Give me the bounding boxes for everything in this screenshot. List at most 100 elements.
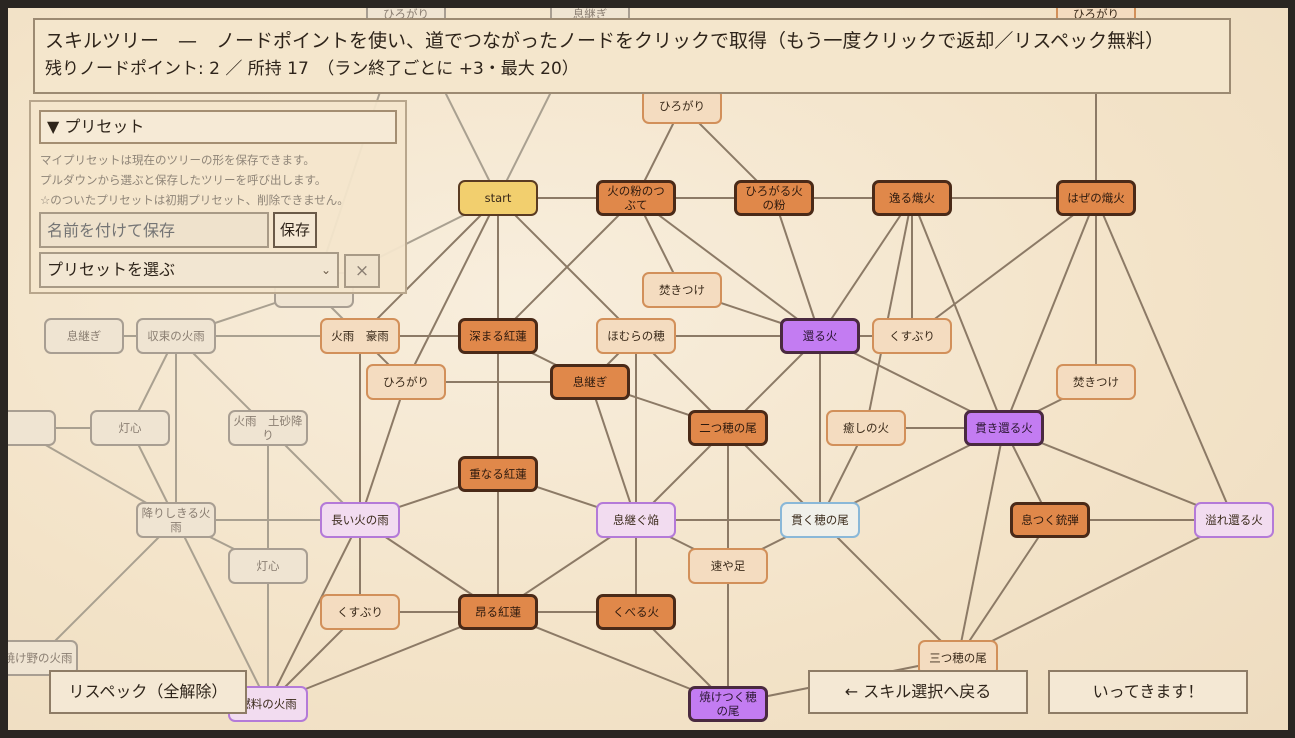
skill-node-label: くべる火 <box>613 605 659 619</box>
node-points-status: 残りノードポイント: 2 ／ 所持 17 （ラン終了ごとに +3・最大 20） <box>45 59 579 79</box>
preset-help-1: マイプリセットは現在のツリーの形を保存できます。 <box>40 153 315 167</box>
skill-node[interactable]: 還る火 <box>780 318 860 354</box>
back-to-skill-select-button[interactable]: ← スキル選択へ戻る <box>808 670 1028 714</box>
preset-select-value: プリセットを選ぶ <box>47 260 176 279</box>
skill-node-label: 火雨 土砂降り <box>233 414 303 442</box>
skill-node[interactable]: 深まる紅蓮 <box>458 318 538 354</box>
skill-node[interactable]: はぜの熾火 <box>1056 180 1136 216</box>
skill-node[interactable]: 火の粉のつぶて <box>596 180 676 216</box>
skill-node-label: 焚きつけ <box>1073 375 1119 389</box>
skill-node-label: ひろがり <box>383 375 429 389</box>
skill-node[interactable]: 昂る紅蓮 <box>458 594 538 630</box>
skill-node-label: 息継ぎ <box>572 8 608 21</box>
skill-node-label: 息継ぐ焔 <box>613 513 659 527</box>
skill-node[interactable]: くすぶり <box>872 318 952 354</box>
skill-node-label: 貫く穂の尾 <box>791 513 849 527</box>
respec-button[interactable]: リスペック（全解除） <box>49 670 247 714</box>
skill-node: 灯心 <box>90 410 170 446</box>
tree-edge <box>1095 197 1235 521</box>
skill-node-label: 深まる紅蓮 <box>469 329 527 343</box>
skill-node-label: 昂る紅蓮 <box>475 605 521 619</box>
chevron-down-icon: ⌄ <box>320 263 331 277</box>
skill-node[interactable]: 火雨 豪雨 <box>320 318 400 354</box>
skill-node-label: 息継ぎ <box>572 375 608 389</box>
preset-help-3: ☆のついたプリセットは初期プリセット、削除できません。 <box>40 193 349 207</box>
skill-node[interactable]: 二つ穂の尾 <box>688 410 768 446</box>
tree-edge <box>957 519 1051 659</box>
tree-edge <box>589 381 637 521</box>
skill-node[interactable]: ひろがる火の粉 <box>734 180 814 216</box>
depart-button[interactable]: いってきます！ <box>1048 670 1248 714</box>
skill-node-label: 重なる紅蓮 <box>469 467 527 481</box>
skill-node-label: くすぶり <box>337 605 383 619</box>
preset-select[interactable]: プリセットを選ぶ ⌄ <box>39 252 339 288</box>
skill-node-label: 息継ぎ <box>66 329 102 343</box>
tree-edge <box>957 427 1005 659</box>
skill-node[interactable]: ほむらの穂 <box>596 318 676 354</box>
skill-node[interactable]: くべる火 <box>596 594 676 630</box>
skill-node-label: 焼け野の火雨 <box>8 651 73 665</box>
tree-edge <box>497 197 637 337</box>
skill-node-label: 灯心 <box>118 421 142 435</box>
skill-node-label: 長い火の雨 <box>331 513 389 527</box>
skill-node-label: 癒しの火 <box>843 421 889 435</box>
skill-node-label: 降りしきる火雨 <box>141 506 211 534</box>
skill-node-label: 速や足 <box>710 559 746 573</box>
page-title: スキルツリー — ノードポイントを使い、道でつながったノードをクリックで取得（も… <box>45 30 1165 52</box>
preset-help-2: プルダウンから選ぶと保存したツリーを呼び出します。 <box>40 173 327 187</box>
skill-node-label: 貫き還る火 <box>975 421 1033 435</box>
skill-node-label: 焼けつく穂の尾 <box>699 690 757 718</box>
skill-node: 息継ぎ <box>44 318 124 354</box>
skill-node-label: 燃料の火雨 <box>239 697 297 711</box>
tree-edge <box>267 519 361 705</box>
tree-edge <box>1003 197 1097 429</box>
skill-node <box>8 410 56 446</box>
skill-node-label: 還る火 <box>802 329 838 343</box>
header-panel: スキルツリー — ノードポイントを使い、道でつながったノードをクリックで取得（も… <box>33 18 1231 94</box>
skill-node[interactable]: 息つく銃弾 <box>1010 502 1090 538</box>
delete-preset-button[interactable]: × <box>344 254 380 288</box>
skill-node-label: ひろがる火の粉 <box>745 184 803 212</box>
tree-edge <box>359 381 407 521</box>
skill-node[interactable]: 貫き還る火 <box>964 410 1044 446</box>
skill-node-label: ほむらの穂 <box>607 329 665 343</box>
skill-node-label: 火の粉のつぶて <box>607 184 665 212</box>
tree-edge <box>773 197 821 337</box>
skill-node-label: くすぶり <box>889 329 935 343</box>
skill-node: 降りしきる火雨 <box>136 502 216 538</box>
skill-node[interactable]: 重なる紅蓮 <box>458 456 538 492</box>
save-preset-button[interactable]: 保存 <box>273 212 317 248</box>
skill-node[interactable]: 逸る熾火 <box>872 180 952 216</box>
skill-node[interactable]: 息継ぎ <box>550 364 630 400</box>
skill-node[interactable]: 長い火の雨 <box>320 502 400 538</box>
tree-edge <box>635 197 821 337</box>
skill-node-label: start <box>484 191 512 205</box>
skill-node[interactable]: 息継ぐ焔 <box>596 502 676 538</box>
skill-node[interactable]: 焼けつく穂の尾 <box>688 686 768 722</box>
skill-node[interactable]: 焚きつけ <box>642 272 722 308</box>
skill-node-label: 二つ穂の尾 <box>699 421 757 435</box>
skill-node-label: 溢れ還る火 <box>1205 513 1263 527</box>
skill-node[interactable]: 貫く穂の尾 <box>780 502 860 538</box>
skill-node[interactable]: 溢れ還る火 <box>1194 502 1274 538</box>
tree-edge <box>405 197 499 383</box>
skill-node[interactable]: 速や足 <box>688 548 768 584</box>
skill-node: 収束の火雨 <box>136 318 216 354</box>
skill-node-label: 灯心 <box>256 559 280 573</box>
tree-edge <box>37 519 177 659</box>
skill-node[interactable]: ひろがり <box>366 364 446 400</box>
skill-node-label: ひろがり <box>383 8 429 21</box>
preset-name-input[interactable] <box>39 212 269 248</box>
skill-node[interactable]: 焚きつけ <box>1056 364 1136 400</box>
skill-node[interactable]: 癒しの火 <box>826 410 906 446</box>
skill-node-label: 火雨 豪雨 <box>331 329 389 343</box>
preset-toggle[interactable]: ▼ プリセット <box>39 110 397 144</box>
skill-node-label: 息つく銃弾 <box>1021 513 1079 527</box>
tree-edge <box>819 197 913 337</box>
skill-node-label: 収束の火雨 <box>147 329 205 343</box>
skill-node[interactable]: くすぶり <box>320 594 400 630</box>
skill-node: 灯心 <box>228 548 308 584</box>
skill-node-label: ひろがり <box>1073 8 1119 21</box>
skill-node[interactable]: start <box>458 180 538 216</box>
